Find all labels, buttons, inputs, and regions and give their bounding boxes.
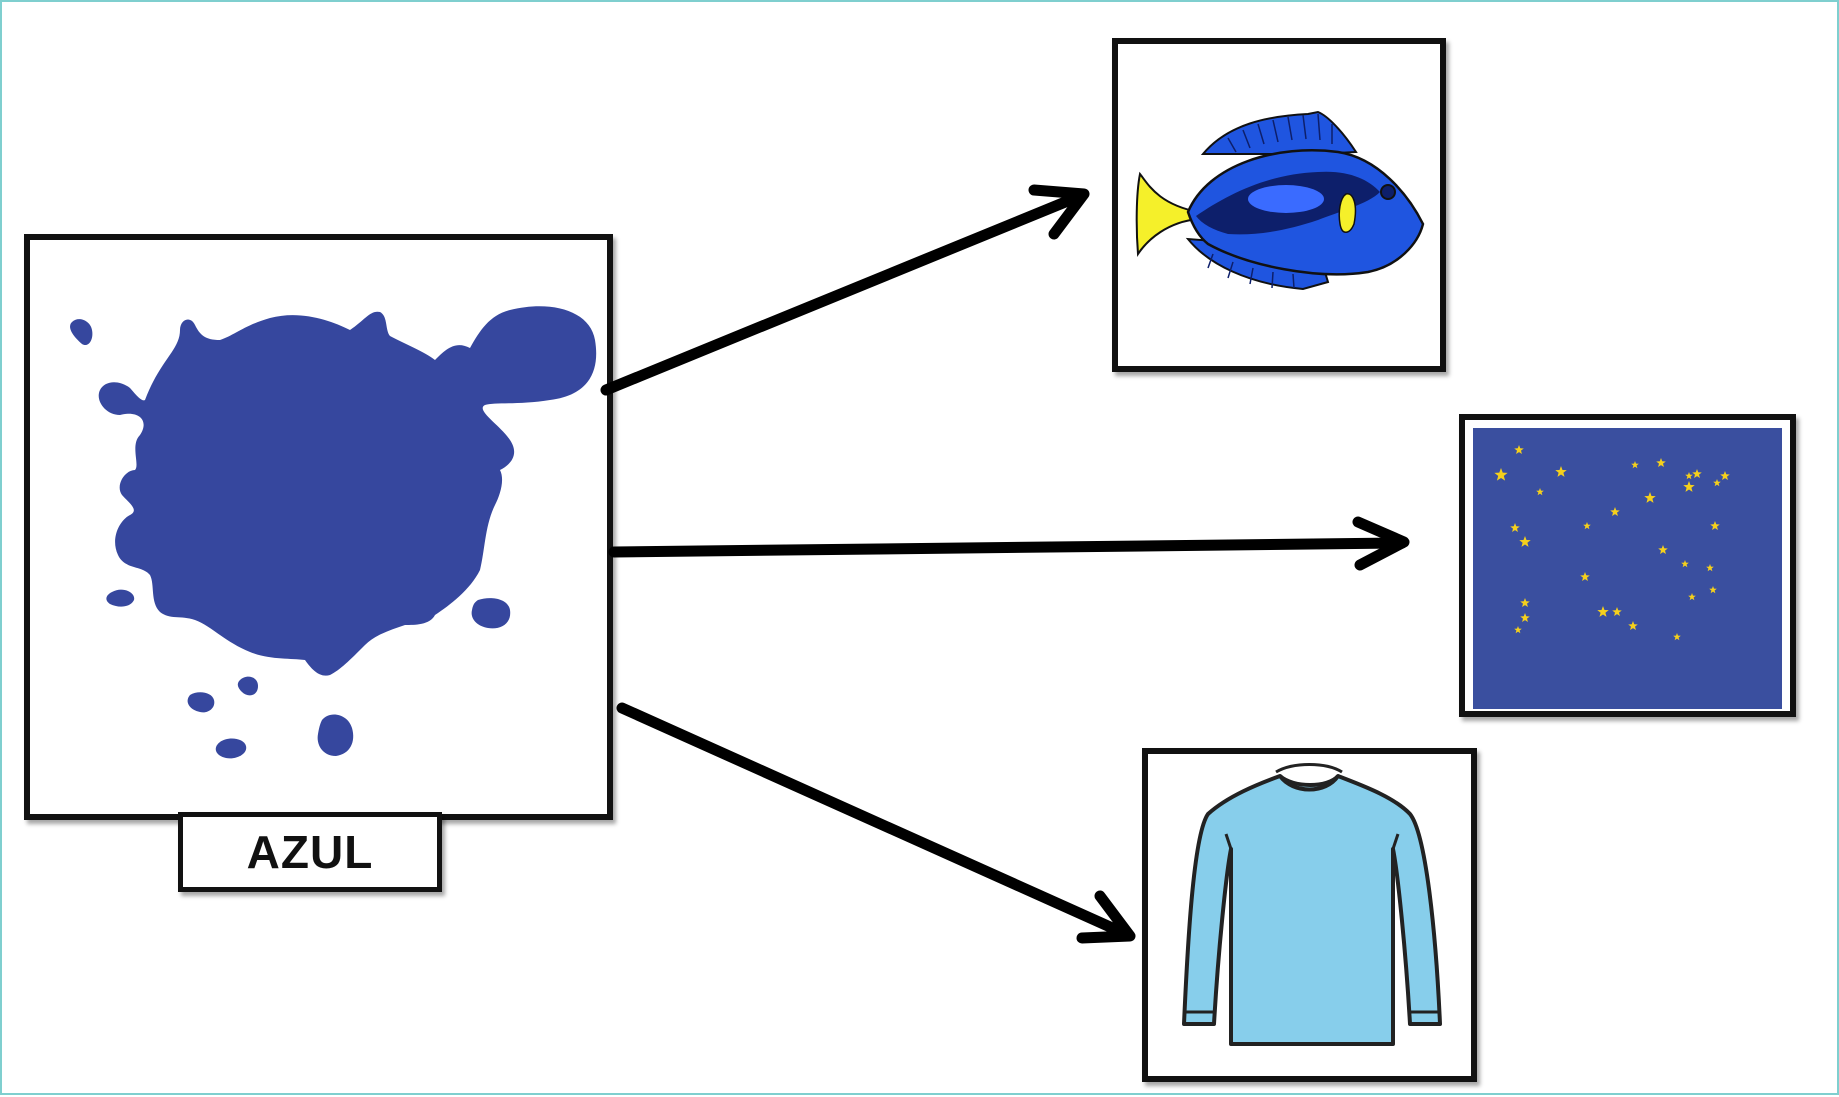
arrow-to-fish [600,190,1086,396]
star-icon [1710,521,1720,531]
color-label-box: AZUL [178,812,442,892]
star-icon [1580,572,1590,582]
star-icon [1720,471,1730,481]
star-icon [1688,593,1696,601]
picture-card-shirt [1142,748,1477,1082]
star-icon [1631,461,1639,469]
star-icon [1656,458,1666,468]
arrow-head-shirt-icon [1076,890,1136,944]
star-icon [1692,469,1702,479]
star-icon [1673,633,1681,641]
night-sky-background [1473,428,1782,709]
picture-card-night-sky [1459,414,1796,717]
starry-night-sky-icon [1494,445,1730,641]
star-icon [1583,522,1591,530]
star-icon [1628,621,1638,631]
star-icon [1494,468,1508,481]
picture-card-fish [1112,38,1446,372]
arrow-to-night-sky [608,537,1408,558]
long-sleeve-shirt-icon [1182,763,1442,1046]
star-icon [1683,481,1695,492]
paint-splash-icon [70,306,597,759]
arrow-head-night-sky-icon [1352,516,1410,571]
star-icon [1658,545,1668,555]
star-icon [1706,564,1714,572]
star-icon [1597,606,1609,617]
star-icon [1685,472,1693,480]
star-icon [1709,586,1717,594]
star-icon [1514,445,1524,455]
star-icon [1555,466,1567,477]
star-icon [1681,560,1689,568]
star-icon [1514,626,1522,634]
star-icon [1612,607,1622,617]
color-card-blue-splash [24,234,613,820]
arrow-to-shirt [616,702,1134,941]
arrow-head-fish-icon [1028,184,1090,240]
star-icon [1519,536,1531,547]
star-icon [1610,507,1620,517]
star-icon [1713,479,1721,487]
star-icon [1510,523,1520,533]
star-icon [1644,492,1656,503]
color-label: AZUL [246,826,374,878]
blue-tang-fish-icon [1135,110,1425,291]
star-icon [1520,598,1530,608]
star-icon [1520,613,1530,623]
star-icon [1536,488,1544,496]
